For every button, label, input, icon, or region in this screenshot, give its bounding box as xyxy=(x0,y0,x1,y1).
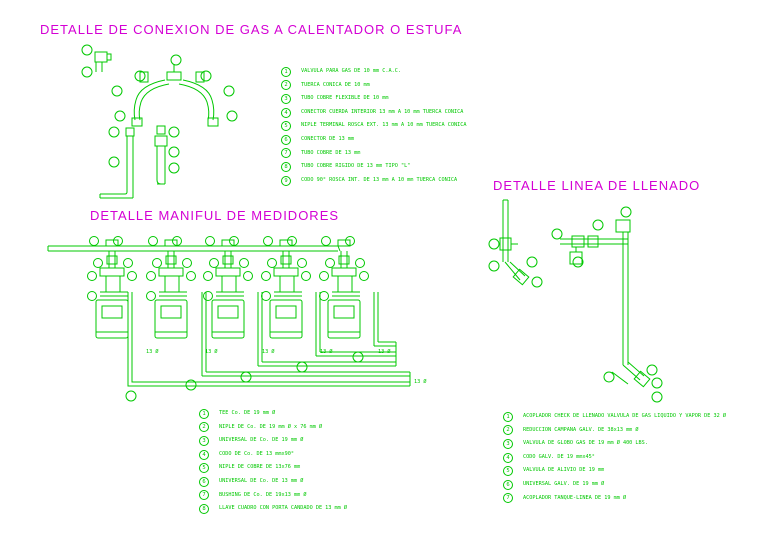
legend-item-text: REDUCCION CAMPANA GALV. DE 38x13 mm Ø xyxy=(523,426,639,433)
legend-item-number: 7 xyxy=(503,493,513,504)
title-fill-line: DETALLE LINEA DE LLENADO xyxy=(493,178,701,193)
gas-meter-assembly xyxy=(319,236,369,339)
legend-item-text: ACOPLADOR CHECK DE LLENADO VALVULA DE GA… xyxy=(523,413,727,420)
legend-item-text: NIPLE DE COBRE DE 13x76 mm xyxy=(219,464,301,471)
legend-item-number: 7 xyxy=(199,490,209,501)
legend-item: 4 CODO DE Co. DE 13 mmx90° xyxy=(199,448,347,462)
legend-item-text: TEE Co. DE 19 mm Ø xyxy=(219,410,276,417)
manifold-label-6: 13 Ø xyxy=(414,379,427,385)
legend-item-number: 6 xyxy=(281,134,291,145)
legend-item: 2 TUERCA CONICA DE 10 mm xyxy=(281,79,467,93)
gas-meter-assembly xyxy=(261,236,311,339)
legend-item-text: TUERCA CONICA DE 10 mm xyxy=(301,81,370,88)
legend-item: 6 UNIVERSAL GALV. DE 19 mm Ø xyxy=(503,478,726,492)
legend-item: 4 CONECTOR CUERDA INTERIOR 13 mm A 10 mm … xyxy=(281,106,467,120)
legend-item-number: 4 xyxy=(281,107,291,118)
gas-meter-assembly xyxy=(87,236,137,339)
legend-item: 5 VALVULA DE ALIVIO DE 19 mm xyxy=(503,464,726,478)
legend-item-text: NIPLE DE Co. DE 19 mm Ø x 76 mm Ø xyxy=(219,423,323,430)
legend-item-text: VALVULA DE ALIVIO DE 19 mm xyxy=(523,467,605,474)
legend-item-number: 3 xyxy=(281,93,291,104)
legend-item-number: 8 xyxy=(281,161,291,172)
legend-item-number: 6 xyxy=(503,479,513,490)
legend-item-number: 9 xyxy=(281,175,291,186)
legend-item: 3 UNIVERSAL DE Co. DE 19 mm Ø xyxy=(199,434,347,448)
manifold-label-3: 13 Ø xyxy=(262,349,275,355)
legend-item: 2 NIPLE DE Co. DE 19 mm Ø x 76 mm Ø xyxy=(199,421,347,435)
legend-item-number: 3 xyxy=(199,435,209,446)
legend-item-text: VALVULA DE GLOBO GAS DE 19 mm Ø 400 LBS. xyxy=(523,440,648,447)
manifold-label-2: 13 Ø xyxy=(205,349,218,355)
legend-item-number: 6 xyxy=(199,476,209,487)
title-gas-connection: DETALLE DE CONEXION DE GAS A CALENTADOR … xyxy=(40,22,463,37)
legend-item-number: 5 xyxy=(281,121,291,132)
legend-item-text: UNIVERSAL DE Co. DE 13 mm Ø xyxy=(219,478,304,485)
legend-item: 6 CONECTOR DE 13 mm xyxy=(281,133,467,147)
legend-fill-line: 1 ACOPLADOR CHECK DE LLENADO VALVULA DE G… xyxy=(503,410,726,505)
legend-item: 7 TUBO COBRE DE 13 mm xyxy=(281,147,467,161)
legend-item-text: UNIVERSAL GALV. DE 19 mm Ø xyxy=(523,481,605,488)
legend-gas-connection: 1 VALVULA PARA GAS DE 10 mm C.A.C. 2 TUERCA… xyxy=(281,65,467,187)
legend-item: 5 NIPLE DE COBRE DE 13x76 mm xyxy=(199,461,347,475)
legend-item-text: CONECTOR DE 13 mm xyxy=(301,136,355,143)
gas-connection-diagram xyxy=(81,44,238,199)
legend-item-number: 1 xyxy=(503,411,513,422)
legend-item: 3 TUBO COBRE FLEXIBLE DE 10 mm xyxy=(281,92,467,106)
legend-item: 6 UNIVERSAL DE Co. DE 13 mm Ø xyxy=(199,475,347,489)
legend-item-text: TUBO COBRE DE 13 mm xyxy=(301,149,361,156)
legend-item-text: NIPLE TERMINAL ROSCA EXT. 13 mm A 10 mm … xyxy=(301,122,467,129)
legend-item-text: CODO DE Co. DE 13 mmx90° xyxy=(219,450,294,457)
legend-item-number: 4 xyxy=(199,449,209,460)
gas-meter-assembly xyxy=(203,236,253,339)
legend-item: 1 TEE Co. DE 19 mm Ø xyxy=(199,407,347,421)
legend-manifold: 1 TEE Co. DE 19 mm Ø 2 NIPLE DE Co. DE 19 m… xyxy=(199,407,347,516)
legend-item-number: 8 xyxy=(199,503,209,514)
gas-meter-assembly xyxy=(146,236,196,339)
legend-item-text: BUSHING DE Co. DE 19x13 mm Ø xyxy=(219,491,307,498)
manifold-label-1: 13 Ø xyxy=(146,349,159,355)
legend-item: 5 NIPLE TERMINAL ROSCA EXT. 13 mm A 10 mm… xyxy=(281,119,467,133)
legend-item-number: 5 xyxy=(503,466,513,477)
legend-item: 9 CODO 90° ROSCA INT. DE 13 mm A 10 mm TU… xyxy=(281,174,467,188)
legend-item-number: 2 xyxy=(199,422,209,433)
legend-item-text: UNIVERSAL DE Co. DE 19 mm Ø xyxy=(219,437,304,444)
legend-item-text: TUBO COBRE RIGIDO DE 13 mm TIPO "L" xyxy=(301,163,411,170)
legend-item-number: 3 xyxy=(503,438,513,449)
manifold-label-4: 13 Ø xyxy=(320,349,333,355)
legend-item-text: CONECTOR CUERDA INTERIOR 13 mm A 10 mm T… xyxy=(301,108,464,115)
legend-item: 4 CODO GALV. DE 19 mmx45° xyxy=(503,451,726,465)
legend-item: 3 VALVULA DE GLOBO GAS DE 19 mm Ø 400 LBS… xyxy=(503,437,726,451)
legend-item-number: 2 xyxy=(281,80,291,91)
legend-item-text: ACOPLADOR TANQUE-LINEA DE 19 mm Ø xyxy=(523,494,627,501)
legend-item-number: 2 xyxy=(503,425,513,436)
legend-item: 2 REDUCCION CAMPANA GALV. DE 38x13 mm Ø xyxy=(503,424,726,438)
legend-item-number: 5 xyxy=(199,463,209,474)
title-manifold: DETALLE MANIFUL DE MEDIDORES xyxy=(90,208,340,223)
legend-item: 8 LLAVE CUADRO CON PORTA CANDADO DE 13 mm… xyxy=(199,502,347,516)
legend-item-number: 4 xyxy=(503,452,513,463)
legend-item: 7 ACOPLADOR TANQUE-LINEA DE 19 mm Ø xyxy=(503,492,726,506)
legend-item-text: CODO GALV. DE 19 mmx45° xyxy=(523,453,595,460)
legend-item-text: VALVULA PARA GAS DE 10 mm C.A.C. xyxy=(301,68,401,75)
fill-line-diagram xyxy=(488,199,663,403)
legend-item-text: LLAVE CUADRO CON PORTA CANDADO DE 13 mm … xyxy=(219,505,348,512)
legend-item-number: 7 xyxy=(281,148,291,159)
legend-item: 1 ACOPLADOR CHECK DE LLENADO VALVULA DE G… xyxy=(503,410,726,424)
legend-item: 1 VALVULA PARA GAS DE 10 mm C.A.C. xyxy=(281,65,467,79)
legend-item-text: TUBO COBRE FLEXIBLE DE 10 mm xyxy=(301,95,389,102)
manifold-diagram xyxy=(47,236,411,402)
legend-item: 7 BUSHING DE Co. DE 19x13 mm Ø xyxy=(199,489,347,503)
legend-item-text: CODO 90° ROSCA INT. DE 13 mm A 10 mm TUE… xyxy=(301,176,458,183)
legend-item-number: 1 xyxy=(281,66,291,77)
legend-item-number: 1 xyxy=(199,408,209,419)
manifold-label-5: 13 Ø xyxy=(378,349,391,355)
legend-item: 8 TUBO COBRE RIGIDO DE 13 mm TIPO "L" xyxy=(281,160,467,174)
